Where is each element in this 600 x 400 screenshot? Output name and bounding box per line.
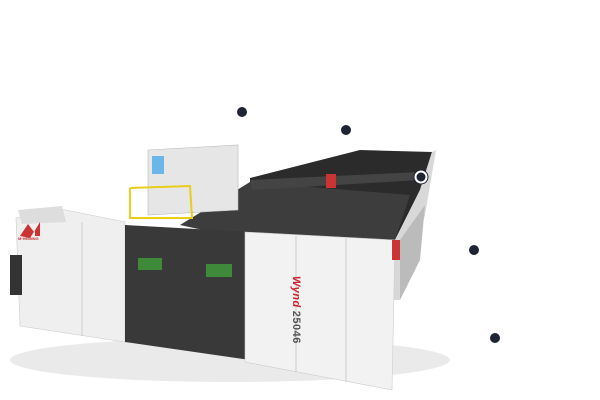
left-end-panel (15, 207, 126, 343)
laser-head (326, 174, 336, 188)
dark-enclosure (125, 225, 250, 360)
brand-name: Wynd (290, 276, 302, 308)
window-right (206, 264, 232, 277)
control-cabinet (147, 144, 239, 216)
front-accent (392, 240, 400, 260)
left-panel-door (18, 206, 66, 224)
safety-railing (129, 184, 194, 219)
hotspot-1[interactable] (237, 107, 247, 117)
hotspot-3[interactable] (416, 172, 426, 182)
control-screen (152, 156, 164, 174)
hotspot-4[interactable] (469, 245, 479, 255)
hotspot-2[interactable] (341, 125, 351, 135)
side-box (10, 255, 22, 295)
window-left (138, 258, 162, 270)
bed-lower-frame (400, 205, 425, 300)
model-number: 25046 (290, 310, 302, 344)
model-label: Wynd 25046 (290, 276, 302, 344)
front-panel (244, 231, 396, 391)
hotspot-5[interactable] (490, 333, 500, 343)
logo-text: M·HEMING (18, 236, 39, 241)
brand-logo (20, 222, 40, 238)
